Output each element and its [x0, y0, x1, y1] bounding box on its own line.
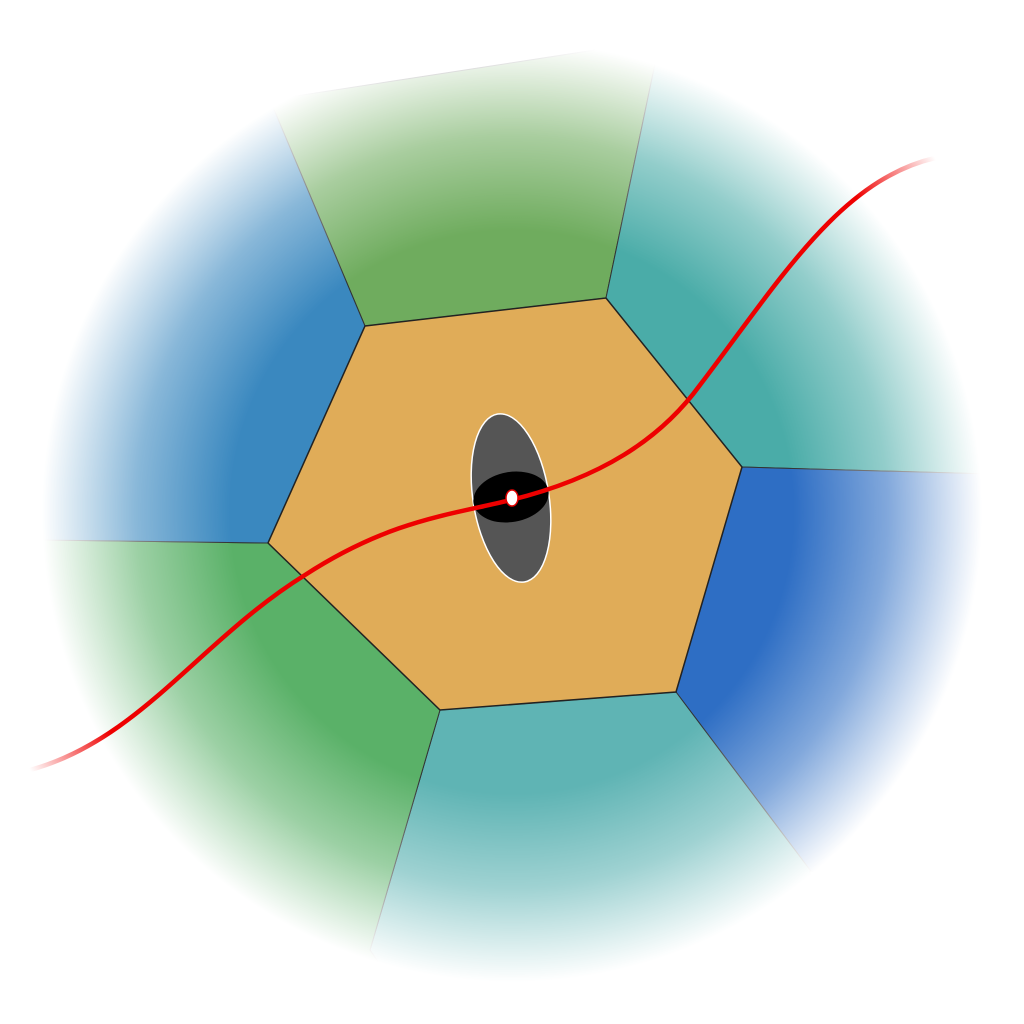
center-point-marker	[505, 489, 519, 507]
